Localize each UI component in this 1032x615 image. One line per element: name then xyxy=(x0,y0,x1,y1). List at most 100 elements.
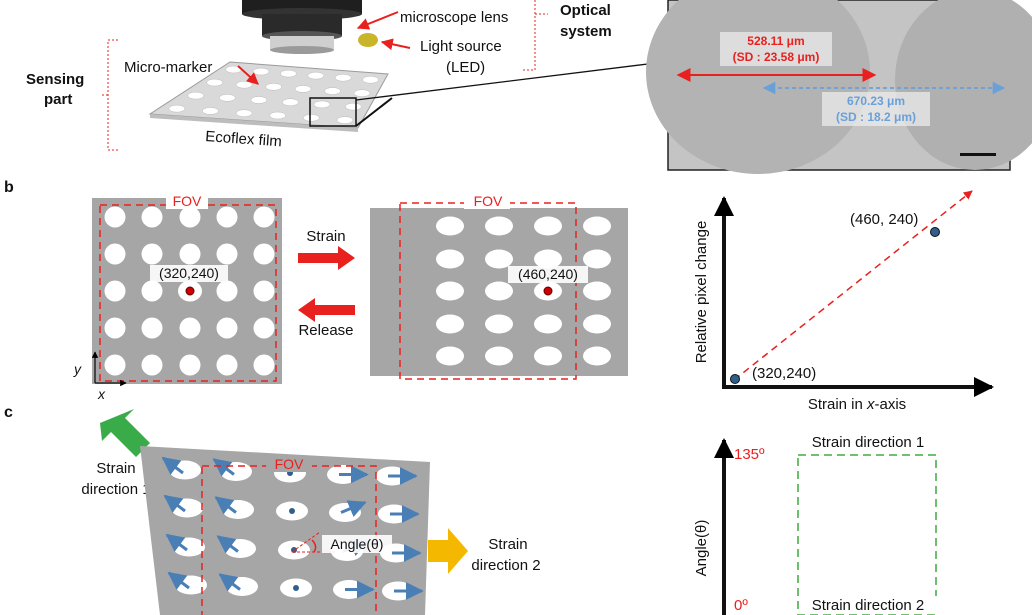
marker-dot xyxy=(224,539,256,558)
optical-label-1: Optical xyxy=(560,2,611,19)
marker-dot xyxy=(216,206,238,228)
displacement-arrow xyxy=(214,496,237,515)
marker-dot xyxy=(141,243,163,265)
marker-dot xyxy=(583,281,611,301)
displacement-arrow xyxy=(165,533,188,552)
displacement-arrow xyxy=(161,456,184,475)
marker-dot xyxy=(253,317,275,339)
marker-dot xyxy=(104,317,126,339)
panel-c-letter: c xyxy=(4,404,13,421)
marker-dot xyxy=(216,243,238,265)
micro-marker-dot xyxy=(303,114,320,122)
micro-marker-dot xyxy=(250,96,268,104)
marker-dot xyxy=(253,206,275,228)
fov-label-before: FOV xyxy=(173,193,202,209)
light-source-label-2: (LED) xyxy=(446,59,485,76)
panel-b-letter: b xyxy=(4,179,14,196)
ecoflex-film xyxy=(148,61,393,132)
micro-marker-dot xyxy=(269,111,286,120)
lens-label: microscope lens xyxy=(400,9,508,26)
scale-bar xyxy=(960,153,996,156)
marker-dot xyxy=(104,206,126,228)
point-before-label: (320,240) xyxy=(159,265,219,281)
marker-dot xyxy=(583,249,611,269)
plot-c-bottom-label: Strain direction 2 xyxy=(812,597,925,614)
micro-marker-dot xyxy=(187,91,205,100)
micro-marker-dot xyxy=(252,67,270,76)
panel-a: microscope lens Light source (LED) Optic… xyxy=(26,0,1032,174)
marker-dot xyxy=(216,280,238,302)
marker-dot xyxy=(226,577,258,596)
marker-dot xyxy=(436,314,464,334)
marker-dot xyxy=(253,354,275,376)
plot-c-ymin: 0º xyxy=(734,597,748,614)
marker-dot xyxy=(485,216,513,236)
micro-marker-dot xyxy=(282,98,299,106)
led-icon xyxy=(358,33,378,47)
optical-label-2: system xyxy=(560,23,612,40)
angle-label: Angle(θ) xyxy=(331,536,384,552)
micro-marker-dot xyxy=(353,89,371,97)
trend-line xyxy=(733,190,973,381)
marker-dot xyxy=(534,216,562,236)
marker-dot xyxy=(485,346,513,366)
micro-marker-dot xyxy=(307,71,325,80)
fov-label-c: FOV xyxy=(275,456,304,472)
plot-point-high-label: (460, 240) xyxy=(850,211,918,228)
plot-b-xlabel: Strain in x-axis xyxy=(808,396,906,413)
center-dot xyxy=(289,508,295,514)
marker-dot xyxy=(104,354,126,376)
micro-marker-dot xyxy=(235,109,253,117)
measure-blue-sd: (SD : 18.2 μm) xyxy=(836,110,916,124)
micro-marker-dot xyxy=(336,116,354,124)
tracked-point-after xyxy=(543,286,553,296)
marker-dot xyxy=(220,462,252,481)
axis-x-label: x xyxy=(97,386,106,402)
plot-c-ymax: 135º xyxy=(734,446,765,463)
marker-dot xyxy=(485,314,513,334)
micro-marker-dot xyxy=(206,78,223,87)
plot-c: 135º 0º Angle(θ) Strain direction 1 Stra… xyxy=(693,433,940,615)
micro-marker-dot xyxy=(168,104,186,113)
marker-dot xyxy=(141,317,163,339)
marker-dot xyxy=(104,280,126,302)
fov-label-after: FOV xyxy=(474,193,503,209)
plot-point-high xyxy=(930,227,940,237)
ecoflex-label: Ecoflex film xyxy=(205,128,283,150)
displacement-arrow xyxy=(163,494,186,513)
micro-marker-dot xyxy=(202,107,219,115)
plot-c-top-label: Strain direction 1 xyxy=(812,434,925,451)
release-left-arrow xyxy=(298,298,355,322)
plot-point-low-label: (320,240) xyxy=(752,365,816,382)
plot-c-ylabel: Angle(θ) xyxy=(693,520,710,577)
dashed-region xyxy=(797,454,937,615)
marker-dot xyxy=(583,346,611,366)
center-dot xyxy=(293,585,299,591)
marker-dot xyxy=(173,537,205,557)
panel-c: c Strain direction 1 FOV Angle(θ) Strain… xyxy=(4,404,940,615)
marker-dot xyxy=(104,243,126,265)
strain-label: Strain xyxy=(306,228,345,245)
marker-dot xyxy=(253,280,275,302)
marker-dot xyxy=(179,243,201,265)
marker-dot xyxy=(179,206,201,228)
measure-red-sd: (SD : 23.58 μm) xyxy=(733,50,820,64)
micro-marker-dot xyxy=(219,94,236,102)
marker-dot xyxy=(436,281,464,301)
marker-dot xyxy=(583,216,611,236)
plot-b-ylabel: Relative pixel change xyxy=(693,221,710,364)
micro-marker-dot xyxy=(313,100,331,109)
sensing-label-1: Sensing xyxy=(26,71,84,88)
marker-dot xyxy=(534,314,562,334)
micro-marker-dot xyxy=(324,87,341,95)
marker-dot xyxy=(534,346,562,366)
marker-dot xyxy=(485,249,513,269)
marker-dot xyxy=(179,317,201,339)
micro-marker-label: Micro-marker xyxy=(124,59,212,76)
micro-marker-dot xyxy=(334,73,352,82)
strain-dir2-label-2: direction 2 xyxy=(471,557,540,574)
plot-point-low xyxy=(730,374,740,384)
optical-bracket xyxy=(522,0,548,71)
film-skewed xyxy=(140,446,430,615)
marker-dot xyxy=(583,314,611,334)
